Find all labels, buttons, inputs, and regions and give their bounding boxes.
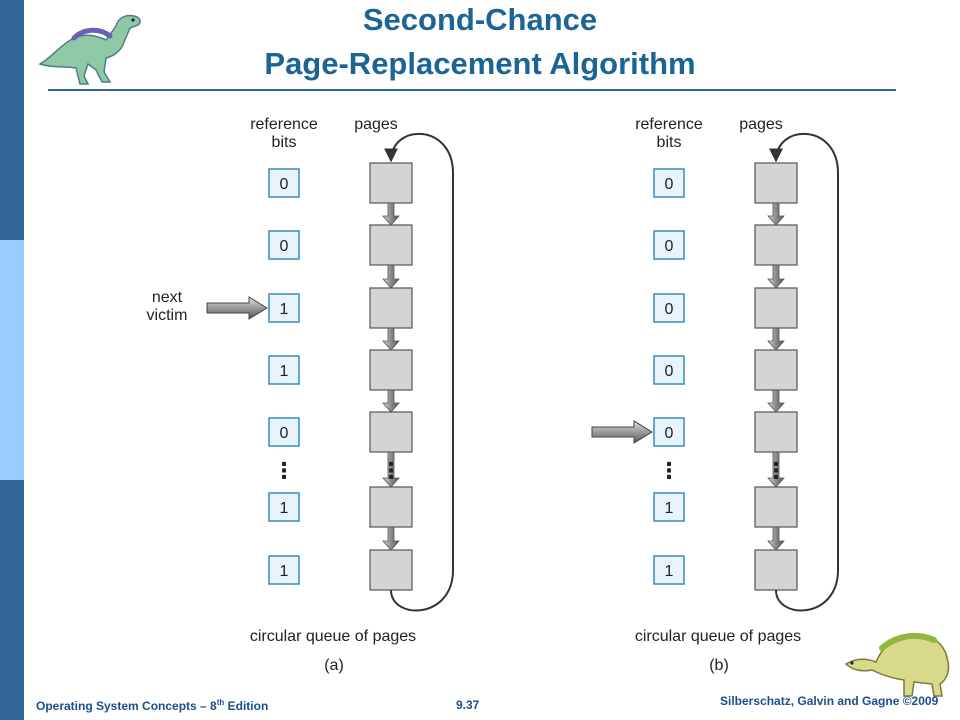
- page-link-arrow: [382, 264, 400, 289]
- page-box: [754, 224, 798, 266]
- reference-bit-box: [653, 355, 685, 385]
- reference-bit-box: [653, 168, 685, 198]
- page-link-arrow: [767, 526, 785, 551]
- panel-label: (a): [324, 657, 344, 674]
- pages-header: pages: [739, 116, 783, 133]
- footer-book-title: Operating System Concepts – 8th Edition: [36, 698, 268, 713]
- dinosaur-logo-icon: [38, 14, 141, 85]
- pages-ellipsis: ⋮: [380, 459, 402, 484]
- footer-authors: Silberschatz, Galvin and Gagne ©2009: [720, 694, 939, 708]
- page-box: [369, 486, 413, 528]
- page-link-arrow: [382, 327, 400, 351]
- footer-edition-sup: th: [216, 698, 225, 707]
- reference-bit-box: [268, 293, 300, 323]
- page-box: [754, 349, 798, 391]
- pointer-label: next: [152, 289, 183, 306]
- page-box: [369, 287, 413, 329]
- page-box: [369, 549, 413, 591]
- victim-pointer-arrow: [206, 296, 268, 320]
- page-link-arrow: [767, 327, 785, 351]
- page-box: [754, 287, 798, 329]
- pointer-label: victim: [147, 307, 188, 324]
- victim-pointer-arrow: [591, 420, 653, 444]
- reference-bit-value: 0: [665, 425, 674, 442]
- page-link-arrow: [382, 526, 400, 551]
- reference-bit-value: 0: [280, 425, 289, 442]
- reference-bit-value: 0: [280, 176, 289, 193]
- reference-bit-value: 1: [280, 301, 289, 318]
- page-link-arrow: [382, 451, 400, 488]
- page-link-arrow: [382, 202, 400, 226]
- page-link-arrow: [767, 451, 785, 488]
- reference-bit-box: [268, 168, 300, 198]
- dinosaur-corner-icon: [844, 632, 950, 697]
- page-box: [754, 411, 798, 453]
- title-underline: [48, 89, 896, 91]
- reference-bit-value: 1: [280, 563, 289, 580]
- reference-bit-value: 0: [280, 238, 289, 255]
- reference-bit-box: [268, 417, 300, 447]
- title-line-1: Second-Chance: [362, 2, 598, 37]
- footer-book-text: Operating System Concepts – 8: [36, 699, 217, 713]
- footer-edition-tail: Edition: [224, 699, 269, 713]
- page-box: [754, 162, 798, 204]
- sidebar-accent: [0, 240, 24, 480]
- pages-ellipsis: ⋮: [765, 459, 787, 484]
- slide-sidebar: [0, 0, 24, 720]
- panel-label: (b): [709, 657, 729, 674]
- page-box: [369, 349, 413, 391]
- reference-bit-box: [653, 230, 685, 260]
- reference-bit-value: 1: [280, 363, 289, 380]
- reference-bit-value: 0: [665, 301, 674, 318]
- reference-bit-box: [653, 417, 685, 447]
- reference-header: reference: [250, 116, 318, 133]
- reference-bit-value: 1: [665, 500, 674, 517]
- circular-loop-arrow: [769, 132, 839, 612]
- bits-ellipsis: ⋮: [273, 459, 295, 484]
- page-box: [369, 411, 413, 453]
- bits-ellipsis: ⋮: [658, 459, 680, 484]
- reference-bit-value: 0: [665, 176, 674, 193]
- reference-bit-value: 1: [665, 563, 674, 580]
- page-box: [369, 162, 413, 204]
- pages-header: pages: [354, 116, 398, 133]
- page-link-arrow: [767, 202, 785, 226]
- bits-header: bits: [657, 134, 682, 151]
- page-box: [754, 549, 798, 591]
- reference-bit-box: [653, 555, 685, 585]
- reference-bit-value: 0: [665, 238, 674, 255]
- bits-header: bits: [272, 134, 297, 151]
- page-box: [369, 224, 413, 266]
- title-line-2: Page-Replacement Algorithm: [264, 46, 696, 81]
- reference-bit-box: [653, 492, 685, 522]
- queue-caption: circular queue of pages: [635, 628, 801, 645]
- page-link-arrow: [382, 389, 400, 413]
- circular-loop-arrow: [384, 132, 454, 612]
- footer-slide-number: 9.37: [456, 698, 480, 712]
- page-link-arrow: [767, 389, 785, 413]
- queue-caption: circular queue of pages: [250, 628, 416, 645]
- reference-bit-box: [268, 230, 300, 260]
- reference-bit-box: [268, 355, 300, 385]
- page-box: [754, 486, 798, 528]
- reference-header: reference: [635, 116, 703, 133]
- reference-bit-box: [268, 492, 300, 522]
- reference-bit-value: 0: [665, 363, 674, 380]
- page-link-arrow: [767, 264, 785, 289]
- reference-bit-box: [268, 555, 300, 585]
- reference-bit-box: [653, 293, 685, 323]
- reference-bit-value: 1: [280, 500, 289, 517]
